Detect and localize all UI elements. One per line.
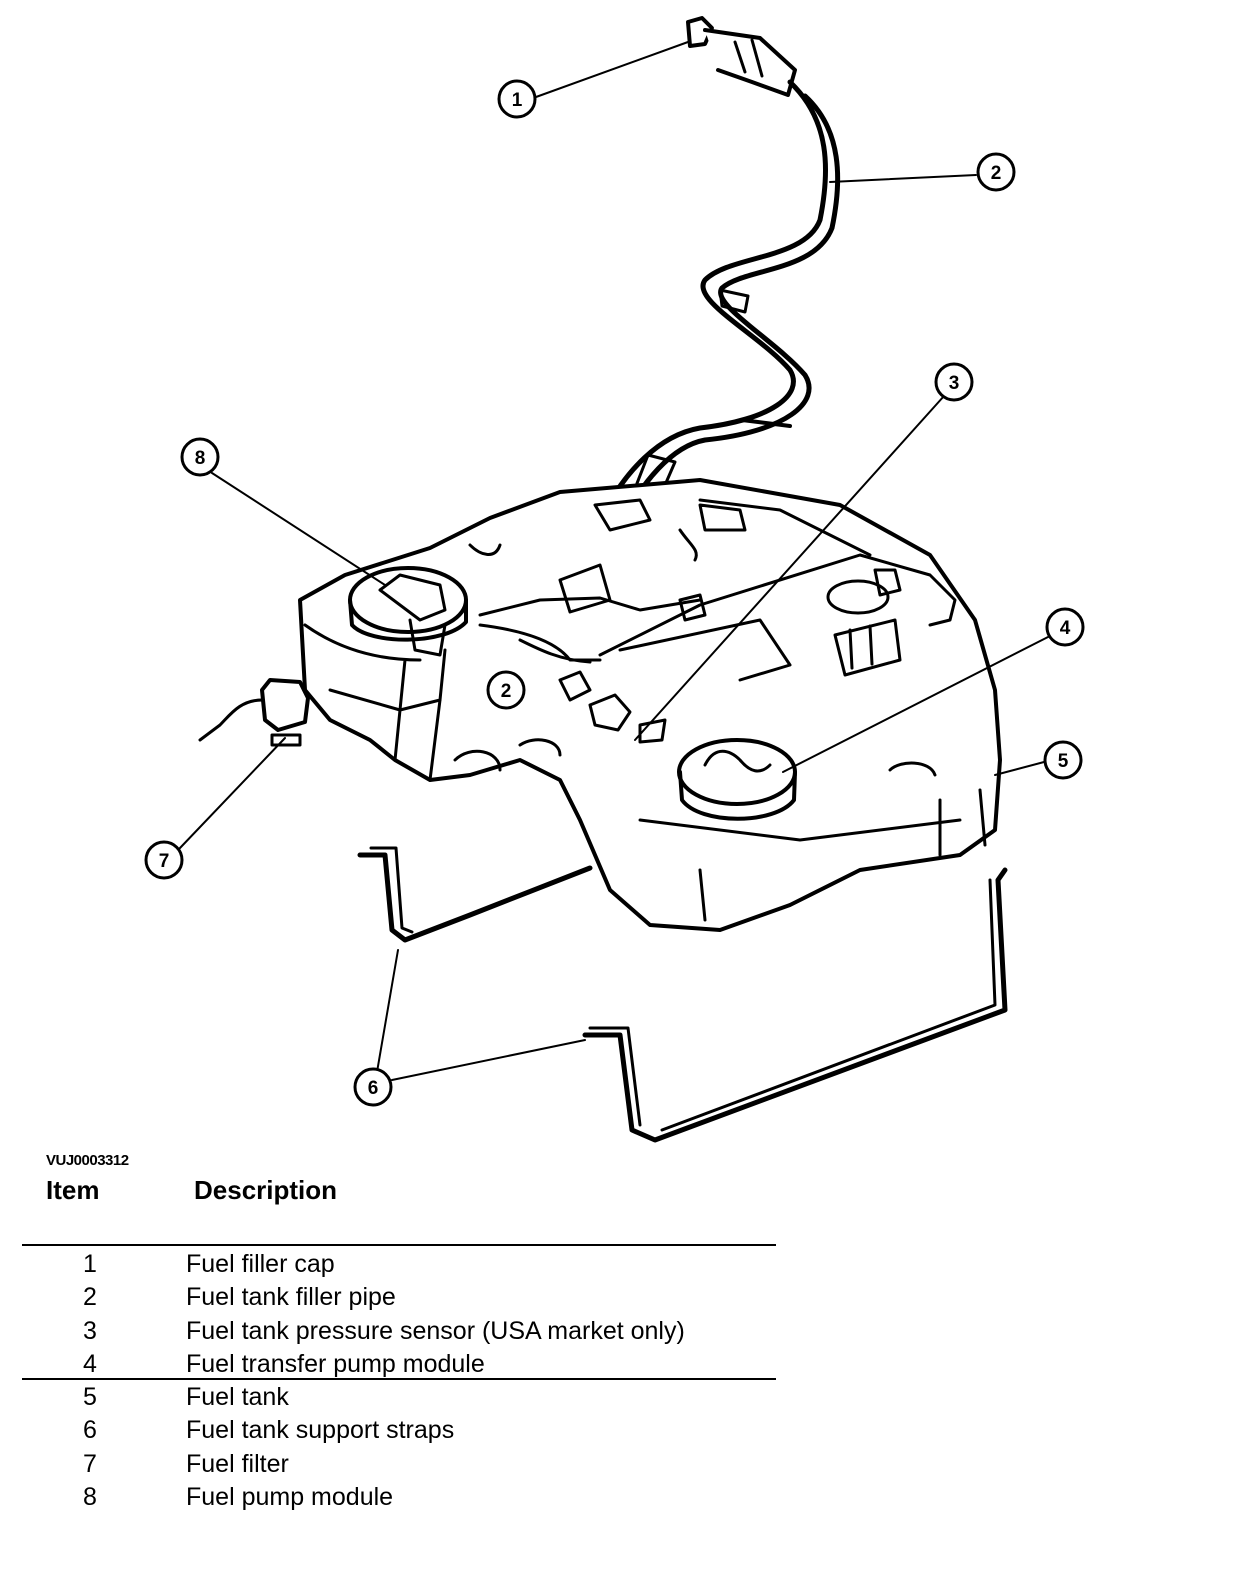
table-row: 3 Fuel tank pressure sensor (USA market …: [0, 1315, 800, 1348]
row-item: 7: [83, 1449, 97, 1478]
fuel-system-diagram: 1 2 3 4 5 2 7 8: [144, 16, 1085, 1143]
callout-5: 5: [1043, 740, 1083, 780]
callout-label: 4: [1060, 618, 1071, 639]
fuel-filter-drawing: [198, 678, 310, 747]
callout-1: 1: [497, 79, 537, 119]
callout-label: 1: [512, 90, 523, 111]
row-item: 8: [83, 1483, 97, 1512]
table-header-description: Description: [194, 1175, 338, 1205]
legend-table: 1 Fuel filler cap 2 Fuel tank filler pip…: [0, 1248, 800, 1514]
row-item: 5: [83, 1383, 97, 1412]
figure-id: VUJ0003312: [46, 1152, 129, 1169]
fuel-tank-drawing: [298, 478, 1002, 932]
row-description: Fuel tank support straps: [186, 1416, 455, 1445]
table-row: 4 Fuel transfer pump module: [0, 1348, 800, 1381]
callout-label: 8: [195, 448, 206, 469]
callout-label: 5: [1058, 751, 1069, 772]
fuel-pump-module-drawing: [348, 566, 468, 657]
support-straps-drawing: [357, 846, 1008, 1143]
row-item: 2: [83, 1283, 97, 1312]
table-header-item: Item: [46, 1175, 100, 1205]
table-row: 7 Fuel filter: [0, 1448, 800, 1481]
table-row: 6 Fuel tank support straps: [0, 1414, 800, 1447]
callout-8: 8: [180, 437, 220, 477]
row-description: Fuel filler cap: [186, 1250, 335, 1278]
filler-cap-drawing: [686, 16, 797, 97]
row-description: Fuel pump module: [186, 1483, 394, 1512]
filler-pipe-drawing: [597, 79, 841, 528]
leader-lines: [179, 41, 1049, 1081]
row-item: 4: [83, 1349, 97, 1378]
row-description: Fuel tank pressure sensor (USA market on…: [186, 1316, 685, 1345]
table-row: 1 Fuel filler cap: [0, 1248, 800, 1281]
row-item: 3: [83, 1316, 97, 1345]
callout-label: 3: [949, 373, 960, 394]
table-row: 5 Fuel tank: [0, 1381, 800, 1414]
pressure-sensor-drawing: [558, 670, 667, 744]
callout-3: 3: [934, 362, 974, 402]
row-description: Fuel transfer pump module: [186, 1349, 485, 1378]
callout-label: 7: [159, 851, 170, 872]
callout-label: 2: [991, 163, 1002, 184]
callout-label: 6: [368, 1078, 379, 1099]
callout-label: 2: [501, 681, 512, 702]
table-row: 8 Fuel pump module: [0, 1481, 800, 1514]
callout-2: 2: [976, 152, 1016, 192]
vent-valve-drawing: [826, 568, 902, 615]
fuel-lines-drawing: [328, 498, 957, 712]
fuel-transfer-pump-module-drawing: [677, 738, 797, 821]
callout-markers: 1 2 3 4 5 2 7 8: [144, 79, 1085, 1107]
callout-7: 7: [144, 840, 184, 880]
table-rule-middle: [22, 1378, 776, 1380]
table-rule-top: [22, 1244, 776, 1246]
row-description: Fuel filter: [186, 1449, 289, 1478]
row-description: Fuel tank: [186, 1383, 289, 1412]
callout-2-tank: 2: [486, 670, 526, 710]
row-description: Fuel tank filler pipe: [186, 1283, 396, 1312]
callout-4: 4: [1045, 607, 1085, 647]
table-row: 2 Fuel tank filler pipe: [0, 1281, 800, 1314]
row-item: 1: [83, 1250, 97, 1278]
row-item: 6: [83, 1416, 97, 1445]
callout-6: 6: [353, 1067, 393, 1107]
